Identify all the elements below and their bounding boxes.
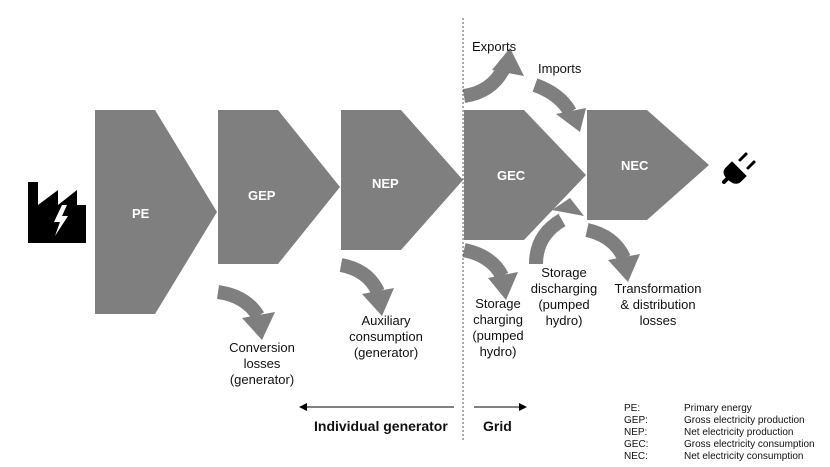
flow-imports-head bbox=[556, 108, 586, 132]
stage-arrow-nep bbox=[341, 110, 463, 250]
legend-abbr: NEC: bbox=[624, 451, 648, 462]
legend-desc: Primary energy bbox=[684, 403, 752, 414]
flow-conversion-losses bbox=[216, 285, 265, 320]
legend-row: GEP: Gross electricity production bbox=[624, 415, 815, 427]
legend-desc: Gross electricity production bbox=[684, 415, 805, 426]
stage-label-nep: NEP bbox=[372, 176, 399, 191]
exports-label: Exports bbox=[472, 39, 517, 54]
stage-label-pe: PE bbox=[132, 206, 150, 221]
flow-imports bbox=[532, 78, 577, 116]
conversion-losses-label: Conversion losses (generator) bbox=[229, 340, 295, 387]
flow-storage-discharging bbox=[529, 213, 566, 265]
flow-storage-charging bbox=[462, 243, 509, 280]
legend-abbr: NEP: bbox=[624, 427, 648, 438]
imports-label: Imports bbox=[538, 61, 582, 76]
legend-desc: Net electricity production bbox=[684, 427, 794, 438]
legend-abbr: PE: bbox=[624, 403, 641, 414]
flow-storage-charging-head bbox=[488, 272, 518, 300]
flow-exports-head bbox=[492, 48, 524, 76]
storage-charging-label: Storage charging (pumped hydro) bbox=[472, 296, 524, 359]
flow-auxiliary-consumption bbox=[339, 258, 385, 296]
power-plant-icon bbox=[28, 182, 86, 243]
stage-label-gep: GEP bbox=[248, 188, 276, 203]
stage-arrow-gep bbox=[218, 110, 340, 264]
individual-generator-label: Individual generator bbox=[314, 418, 448, 434]
flow-transformation-losses-head bbox=[608, 254, 640, 282]
grid-label: Grid bbox=[483, 418, 512, 434]
storage-discharging-label: Storage discharging (pumped hydro) bbox=[530, 265, 598, 328]
legend-desc: Gross electricity consumption bbox=[684, 439, 815, 450]
flow-exports bbox=[462, 64, 511, 103]
stage-label-gec: GEC bbox=[497, 168, 526, 183]
stage-label-nec: NEC bbox=[621, 158, 649, 173]
stage-arrow-gec bbox=[464, 110, 586, 240]
legend-abbr: GEC: bbox=[624, 439, 649, 450]
legend-abbr: GEP: bbox=[624, 415, 648, 426]
flow-storage-discharging-head bbox=[552, 198, 584, 216]
transformation-losses-label: Transformation & distribution losses bbox=[614, 281, 702, 328]
flow-conversion-losses-head bbox=[242, 312, 275, 340]
stage-arrow-nec bbox=[587, 110, 709, 220]
stage-arrow-pe bbox=[95, 110, 217, 314]
legend-desc: Net electricity consumption bbox=[684, 451, 804, 462]
flow-transformation-losses bbox=[585, 223, 631, 262]
auxiliary-consumption-label: Auxiliary consumption (generator) bbox=[349, 313, 423, 360]
legend-row: NEP: Net electricity production bbox=[624, 427, 815, 439]
legend-row: NEC: Net electricity consumption bbox=[624, 451, 815, 463]
abbreviation-legend: PE: Primary energy GEP: Gross electricity … bbox=[624, 403, 815, 463]
electric-plug-icon bbox=[722, 152, 756, 184]
legend-row: PE: Primary energy bbox=[624, 403, 815, 415]
flow-auxiliary-consumption-head bbox=[362, 288, 394, 316]
legend-row: GEC: Gross electricity consumption bbox=[624, 439, 815, 451]
